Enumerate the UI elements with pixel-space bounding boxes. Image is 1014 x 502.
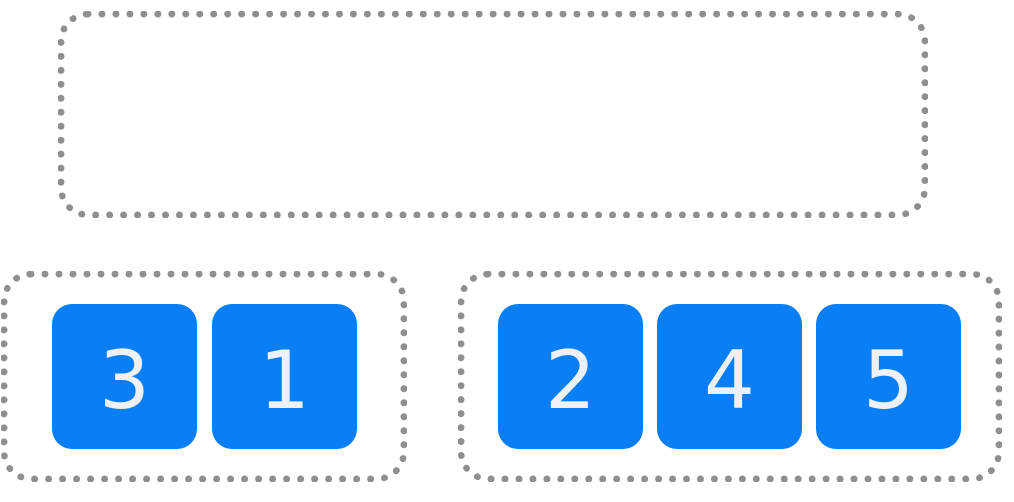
number-tile-5[interactable]: 5 <box>816 304 961 449</box>
number-tile-1[interactable]: 1 <box>212 304 357 449</box>
tile-label: 2 <box>545 333 596 427</box>
number-tile-3[interactable]: 3 <box>52 304 197 449</box>
answer-drop-zone[interactable] <box>58 11 928 218</box>
tile-label: 4 <box>704 333 755 427</box>
number-tile-2[interactable]: 2 <box>498 304 643 449</box>
number-tile-4[interactable]: 4 <box>657 304 802 449</box>
right-tile-group[interactable] <box>458 271 1002 482</box>
tile-label: 3 <box>99 333 150 427</box>
tile-label: 5 <box>863 333 914 427</box>
tile-label: 1 <box>259 333 310 427</box>
left-tile-group[interactable] <box>1 271 407 482</box>
